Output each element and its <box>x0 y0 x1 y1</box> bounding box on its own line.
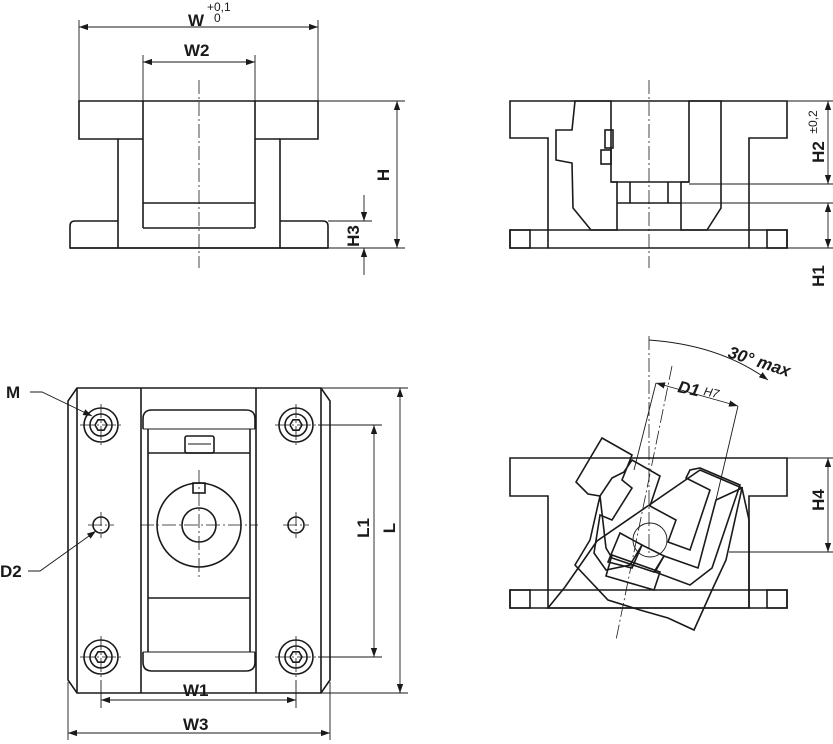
label-H4: H4 <box>809 489 828 511</box>
label-L1: L1 <box>354 518 373 538</box>
label-H3: H3 <box>344 225 363 247</box>
screw-bottom-left <box>80 636 122 678</box>
label-W: W <box>188 11 205 30</box>
label-M: M <box>6 383 20 402</box>
label-W-tol-upper: +0,1 <box>207 0 231 14</box>
tilted-section-view <box>509 336 788 641</box>
screw-top-left <box>80 404 122 446</box>
label-L: L <box>380 523 399 533</box>
section-view <box>509 80 788 268</box>
pin-hole-left <box>88 512 114 538</box>
label-W2: W2 <box>184 41 210 60</box>
screw-top-right <box>275 404 317 446</box>
label-H: H <box>374 169 393 181</box>
label-H2-tol: ±0,2 <box>806 110 820 134</box>
top-view <box>67 387 331 694</box>
tilted-view-dimensions <box>633 339 833 553</box>
screw-bottom-right <box>275 636 317 678</box>
label-D1-fit: H7 <box>702 384 721 401</box>
label-W-tol-lower: 0 <box>214 11 221 25</box>
front-view <box>69 80 329 268</box>
top-view-dimensions <box>28 387 408 740</box>
label-W1: W1 <box>183 681 209 700</box>
label-D1: D1 <box>676 377 701 400</box>
label-angle: 30° max <box>726 343 795 381</box>
label-D2: D2 <box>0 562 22 581</box>
front-view-dimensions <box>78 20 405 275</box>
pin-hole-right <box>283 512 309 538</box>
section-view-dimensions <box>681 100 833 249</box>
label-H1: H1 <box>809 265 828 287</box>
label-W3: W3 <box>183 715 209 734</box>
label-H2: H2 <box>809 141 828 163</box>
